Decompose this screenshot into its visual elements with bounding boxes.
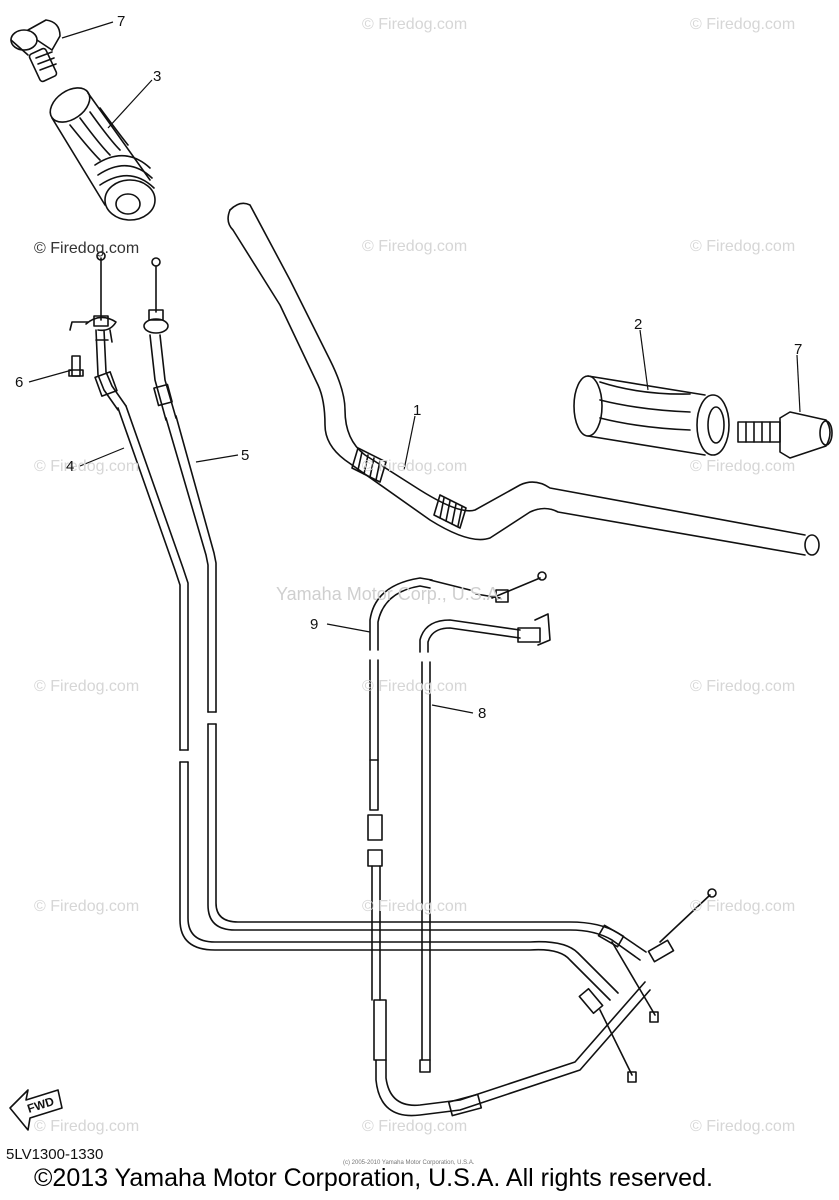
watermark-text: © Firedog.com bbox=[362, 16, 468, 33]
watermark-text: © Firedog.com bbox=[34, 458, 140, 475]
cable-9 bbox=[367, 571, 547, 1061]
callout-7-top: 7 bbox=[117, 13, 126, 30]
watermark-text: © Firedog.com bbox=[362, 238, 468, 255]
callout-8: 8 bbox=[478, 705, 487, 722]
watermark-text: © Firedog.com bbox=[34, 1118, 140, 1135]
cable-lower-ends bbox=[578, 888, 717, 1083]
watermark-text: © Firedog.com bbox=[34, 678, 140, 695]
grip-end-weight-right bbox=[737, 411, 833, 459]
handlebar-1 bbox=[227, 202, 820, 556]
callout-9: 9 bbox=[310, 616, 319, 633]
left-grip bbox=[49, 87, 156, 221]
watermark-text: © Firedog.com bbox=[690, 678, 796, 695]
watermark-text: © Firedog.com bbox=[362, 1118, 468, 1135]
bolt-6 bbox=[68, 355, 84, 377]
callout-4: 4 bbox=[66, 458, 75, 475]
callout-6: 6 bbox=[15, 374, 24, 391]
fwd-arrow bbox=[9, 1089, 63, 1131]
leader-lines bbox=[28, 21, 801, 714]
watermark-text: © Firedog.com bbox=[690, 458, 796, 475]
callout-5: 5 bbox=[241, 447, 250, 464]
callout-2: 2 bbox=[634, 316, 643, 333]
cable-5-upper bbox=[143, 257, 177, 421]
callout-3: 3 bbox=[153, 68, 162, 85]
watermark-text: © Firedog.com bbox=[362, 458, 468, 475]
grip-end-weight-left bbox=[10, 19, 61, 83]
watermark-text: © Firedog.com bbox=[690, 898, 796, 915]
watermark-text: © Firedog.com bbox=[690, 1118, 796, 1135]
callout-1: 1 bbox=[413, 402, 422, 419]
watermark-text: © Firedog.com bbox=[34, 898, 140, 915]
copyright-footer: ©2013 Yamaha Motor Corporation, U.S.A. A… bbox=[34, 1164, 713, 1192]
watermark-text: © Firedog.com bbox=[690, 16, 796, 33]
cable-4 bbox=[117, 405, 619, 1001]
watermark-text: © Firedog.com bbox=[34, 240, 140, 257]
center-watermark: Yamaha Motor Corp., U.S.A. bbox=[276, 584, 504, 604]
small-copyright-note: (c) 2005-2010 Yamaha Motor Corporation, … bbox=[343, 1160, 475, 1166]
right-grip bbox=[573, 375, 730, 456]
part-code: 5LV1300-1330 bbox=[6, 1146, 104, 1163]
cable-4-upper bbox=[69, 251, 127, 411]
watermark-text: © Firedog.com bbox=[362, 678, 468, 695]
watermark-text: © Firedog.com bbox=[690, 238, 796, 255]
callout-7-right: 7 bbox=[794, 341, 803, 358]
watermark-text: © Firedog.com bbox=[362, 898, 468, 915]
cable-8 bbox=[375, 613, 651, 1117]
